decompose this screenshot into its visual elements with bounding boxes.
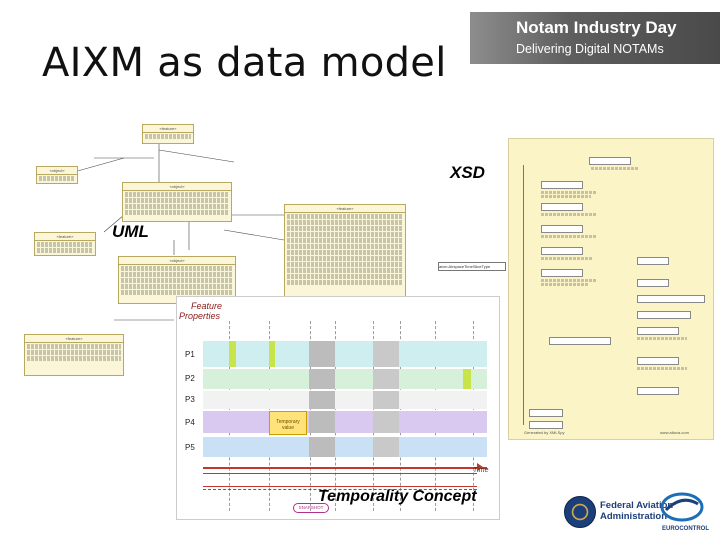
xsd-node [529,421,563,429]
xsd-node [637,257,669,265]
property-row-p4 [203,411,487,435]
eurocontrol-logo-icon [660,492,704,522]
faa-seal-icon [564,496,596,528]
xsd-node [637,311,691,319]
row-label-p4: P4 [185,418,195,427]
xsd-node [549,337,611,345]
xsd-generated-by: Generated by XMLSpy [524,430,565,435]
xsd-node [541,181,583,189]
xsd-node [541,203,583,211]
temporality-diagram: Feature Properties P1 P2 P3 P4 [176,296,500,520]
temporality-feature-label: Feature [191,301,223,311]
time-axis-label: Time [473,467,489,474]
xsd-node [637,295,705,303]
slide-title: AIXM as data model [42,40,447,86]
temporality-concept-label: Temporality Concept [318,488,477,505]
uml-diagram: «feature» «object» «object» «feature» «f… [14,120,414,380]
faa-wordmark: Federal Aviation Administration [600,500,673,522]
row-label-p5: P5 [185,443,195,452]
row-label-p3: P3 [185,395,195,404]
xsd-node [541,269,583,277]
timeslice-band [203,473,477,487]
uml-class-airspace-usage: «feature» [142,124,194,144]
banner-subtitle: Delivering Digital NOTAMs [516,42,664,56]
xsd-node [637,279,669,287]
time-axis-arrow-icon [477,463,483,471]
xsd-website: www.altova.com [660,430,689,435]
xsd-node [541,247,583,255]
time-axis [203,467,487,469]
eurocontrol-wordmark: EUROCONTROL [662,526,709,532]
temporality-properties-label: Properties [179,311,221,321]
event-banner: Notam Industry Day Delivering Digital NO… [470,12,720,64]
snapshot-marker: SNAPSHOT [293,503,329,513]
xsd-node [637,327,679,335]
property-row-p2 [203,369,487,389]
uml-connectors [73,140,285,360]
xsd-label: XSD [450,163,485,182]
xsd-node [637,387,679,395]
uml-class-airport-heliport: «feature» [284,204,406,302]
faa-line2: Administration [600,511,668,522]
temporary-value-label: Temporary value [276,419,300,431]
xsd-node [637,357,679,365]
xsd-root-element: aixm:AirspaceTimeSliceType [438,262,506,271]
property-row-p5 [203,437,487,457]
row-label-p1: P1 [185,350,195,359]
xsd-node [529,409,563,417]
xsd-schema-diagram [508,138,714,440]
uml-class-runway-direction: «feature» [24,334,124,376]
row-label-p2: P2 [185,374,195,383]
banner-title: Notam Industry Day [516,18,677,37]
uml-class-organisation-authority: «feature» [34,232,96,256]
property-row-p3 [203,391,487,409]
xsd-node [541,225,583,233]
xsd-node [589,157,631,165]
uml-class-note: «object» [36,166,78,184]
timeslice-band-secondary [203,489,477,498]
faa-line1: Federal Aviation [600,500,674,511]
uml-class-airspace-layer-usage: «object» [122,182,232,222]
uml-label: UML [112,222,149,241]
property-row-p1 [203,341,487,367]
